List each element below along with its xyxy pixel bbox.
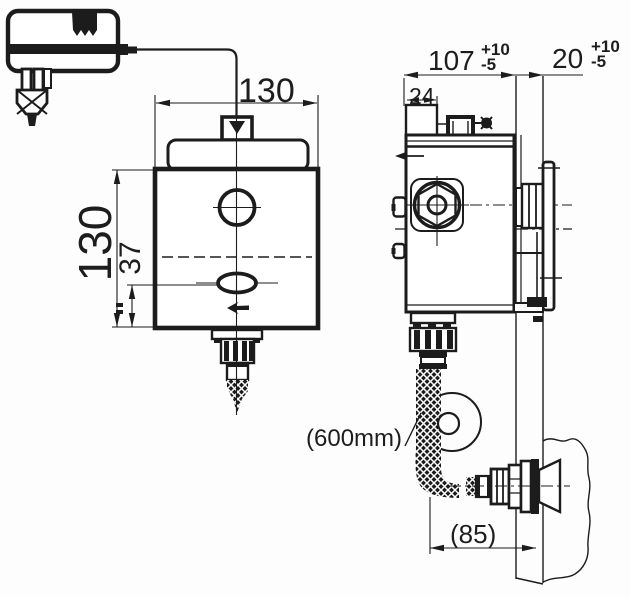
dim-label-front-height: 130 [68, 193, 121, 293]
extension-break-dot [116, 310, 123, 314]
flange-tab [214, 339, 221, 343]
hose-coupling-band [419, 364, 447, 369]
thread-rib [224, 341, 229, 361]
adapter-band [6, 44, 120, 54]
arrowhead [113, 170, 121, 184]
power-cord [136, 48, 238, 117]
adapter-prong-rib [43, 68, 52, 89]
face-arrow [395, 152, 406, 160]
dim-tolerance-mount-depth: +10 -5 [481, 40, 510, 74]
dim-tolerance-wall-thickness: +10 -5 [591, 37, 620, 71]
thread-rib [447, 330, 453, 349]
extension-break-dot [116, 303, 123, 307]
dim-label-inlet-setback: (85) [450, 519, 496, 550]
hose-stub [227, 380, 248, 403]
top-cover [166, 138, 310, 172]
lower-mount-stub [533, 316, 543, 322]
outlet-flange-side [409, 311, 457, 325]
dim-value: (600mm) [306, 425, 403, 452]
button-profile-tick [391, 248, 396, 254]
dim-depth-wall [403, 74, 583, 106]
adapter-label-block [72, 12, 97, 36]
dim-label-mount-depth: 107 [428, 45, 475, 77]
dim-value: 37 [114, 241, 147, 275]
wall-break-outline [542, 438, 591, 583]
dim-value: 20 [552, 43, 584, 74]
flange-tab [253, 339, 260, 343]
hose-crimp [466, 477, 476, 496]
arrowhead [501, 71, 515, 79]
dim-value: (85) [450, 519, 497, 549]
dim-value: 24 [409, 83, 435, 109]
stop-valve-ring-lines [509, 478, 521, 494]
dimension-lines [112, 71, 583, 554]
tolerance-minus: -5 [481, 55, 497, 74]
hose-coupling-band [419, 351, 447, 357]
dim-label-button-offset: 37 [114, 236, 147, 280]
thread-rib [242, 341, 247, 361]
thread-rib [414, 330, 420, 349]
arrowhead [424, 97, 436, 103]
tolerance-plus: +10 [591, 37, 620, 56]
mounting-plate-ticks [538, 167, 562, 279]
plug-housing-brace [16, 89, 48, 115]
side-view [391, 103, 572, 514]
tolerance-plus: +10 [481, 40, 510, 59]
dim-setback [429, 497, 536, 554]
arrowhead [156, 99, 170, 107]
hose-stub-end [233, 396, 243, 413]
rear-fitting-facets [528, 184, 537, 228]
dim-label-top-bracket-depth: 24 [409, 83, 435, 110]
hose-coupling [420, 356, 446, 365]
arrowhead [303, 99, 317, 107]
arrowhead [404, 71, 418, 79]
thread-rib [436, 330, 442, 349]
dim-front-width [154, 95, 319, 168]
thread-rib [425, 330, 431, 349]
rear-fitting-nut [520, 182, 545, 230]
flange-tab [413, 323, 421, 328]
arrowhead [407, 97, 419, 103]
power-adapter [5, 8, 238, 126]
outlet-nut-band [226, 363, 249, 367]
arrowhead [430, 544, 444, 552]
front-view [116, 115, 321, 415]
wall-bottom-edge [515, 577, 544, 585]
cord-strain-relief [118, 44, 128, 55]
flush-mark [227, 302, 249, 314]
clamp-screw-head-spikes [480, 116, 493, 130]
adapter-body [5, 8, 121, 74]
tolerance-minus: -5 [591, 52, 607, 71]
arrowhead [522, 544, 536, 552]
arrowhead [128, 313, 136, 327]
dim-label-wall-thickness: 20 [552, 43, 583, 75]
dim-value: 130 [238, 72, 295, 110]
arrowhead [529, 71, 543, 79]
flange-tab [443, 323, 451, 328]
thread-rib [233, 341, 238, 361]
inlet-crosshair [407, 176, 469, 246]
dim-value: 107 [428, 45, 475, 76]
dim-label-front-width: 130 [238, 72, 295, 111]
hose-coil-hole [436, 411, 461, 436]
cord-strain-relief [128, 46, 137, 54]
arrowhead [128, 285, 136, 299]
hose-elbow [415, 448, 459, 498]
dim-label-hose-length: (600mm) [306, 425, 402, 453]
sensor-profile-tick [391, 204, 396, 211]
hose-leader-line [404, 412, 422, 447]
lower-mount-block [527, 297, 547, 307]
plug-tip [27, 114, 37, 126]
arrowhead [113, 313, 121, 327]
flange-tab [428, 323, 436, 328]
thread-rib [249, 341, 253, 361]
mounting-plate [541, 160, 556, 312]
